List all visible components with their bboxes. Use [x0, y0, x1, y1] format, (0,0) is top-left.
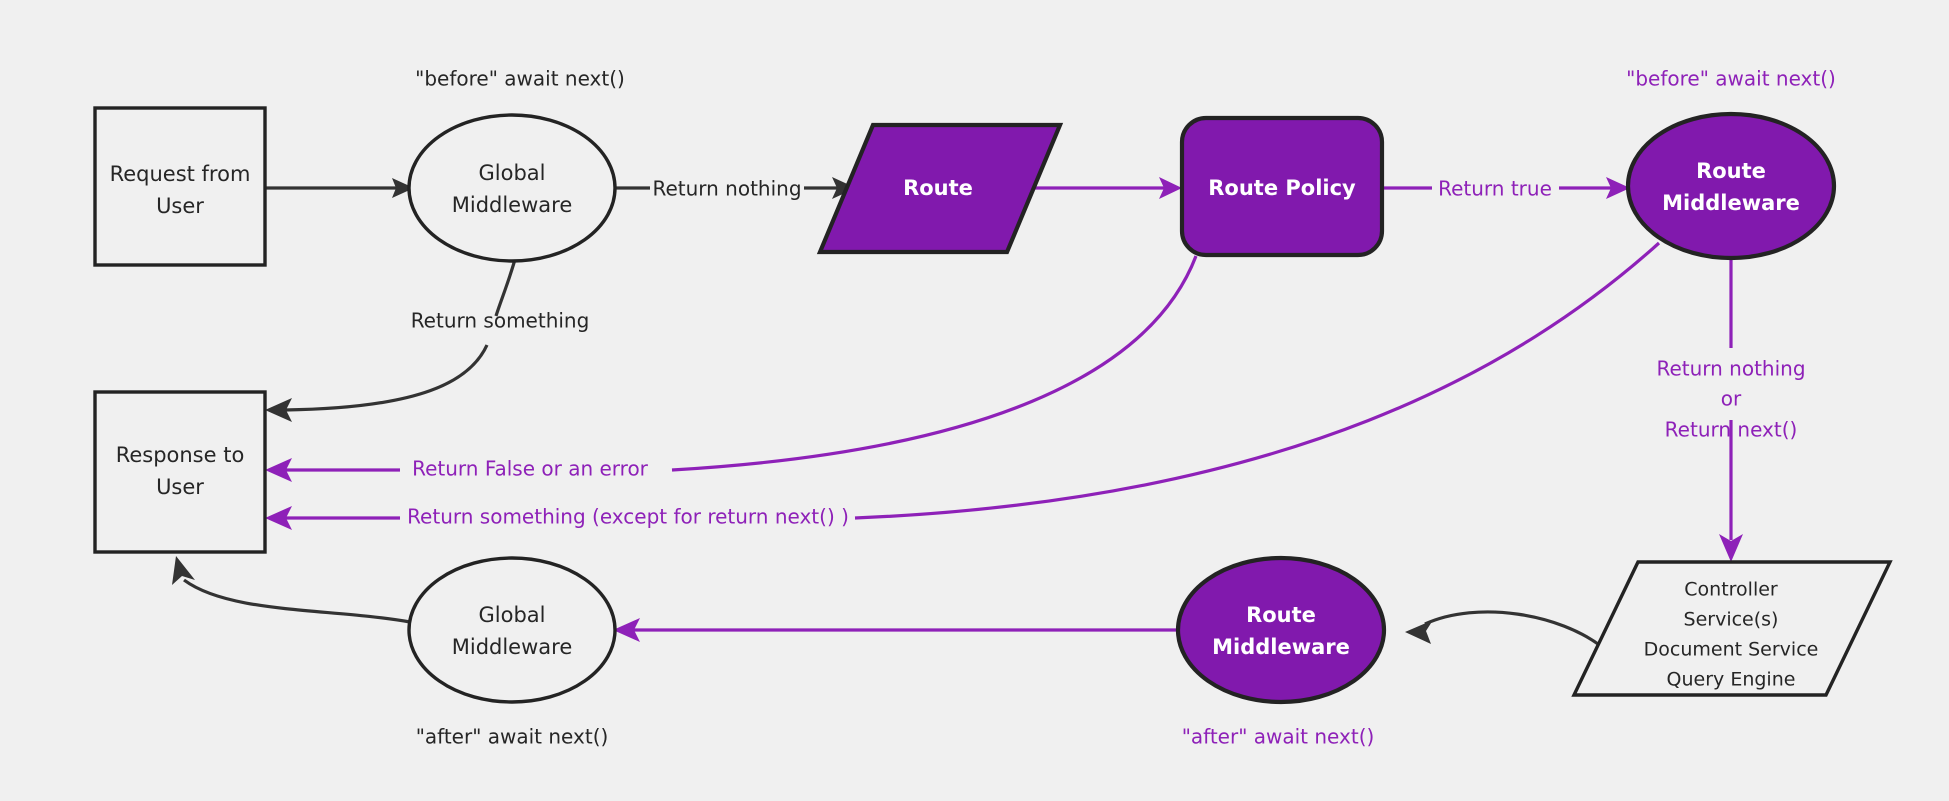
annotation-after-await-next-global: "after" await next() — [416, 725, 609, 749]
edge-label-return-nothing-global: Return nothing — [652, 177, 801, 201]
edge-global-middleware-to-response — [265, 255, 518, 422]
edge-global-middleware-bottom-to-response — [172, 556, 411, 624]
node-route-middleware-bottom-label-line2: Middleware — [1212, 635, 1350, 659]
node-response-to-user-label-line1: Response to — [116, 443, 245, 467]
node-global-middleware-top-label-line1: Global — [479, 161, 546, 185]
node-controller-label-line1: Controller — [1684, 579, 1778, 601]
edge-label-return-true: Return true — [1438, 177, 1552, 201]
annotations-layer: "before" await next() "before" await nex… — [415, 67, 1836, 749]
edge-label-return-false-or-error: Return False or an error — [412, 457, 649, 481]
edge-route-middleware-to-controller — [1719, 257, 1743, 562]
node-controller-label-line2: Service(s) — [1684, 609, 1779, 631]
node-global-middleware-bottom[interactable]: Global Middleware — [407, 556, 617, 704]
edge-global-middleware-to-route — [615, 177, 856, 199]
edge-label-return-nothing-or-next-line1: Return nothing — [1656, 357, 1805, 381]
node-route-label: Route — [903, 176, 973, 200]
node-global-middleware-bottom-label-line1: Global — [479, 603, 546, 627]
edge-request-to-global-middleware — [265, 178, 414, 198]
edge-route-middleware-to-response-something — [265, 241, 1661, 530]
node-global-middleware-top-label-line2: Middleware — [452, 193, 573, 217]
edge-labels-layer: Return nothing Return something Return t… — [407, 177, 1805, 529]
node-route[interactable]: Route — [816, 122, 1064, 255]
edge-label-return-something-except-next: Return something (except for return next… — [407, 505, 849, 529]
edge-route-policy-to-response-false — [265, 255, 1198, 482]
node-response-to-user-label-line2: User — [156, 475, 204, 499]
node-request-from-user-label-line1: Request from — [110, 162, 251, 186]
edge-route-middleware-bottom-to-global-middleware-bottom — [613, 618, 1178, 642]
node-route-policy-label: Route Policy — [1208, 176, 1356, 200]
edge-label-return-nothing-or-next-line2: or — [1721, 387, 1742, 411]
edge-label-return-something-global: Return something — [411, 309, 590, 333]
node-route-policy[interactable]: Route Policy — [1179, 115, 1385, 258]
edge-controller-to-route-middleware-bottom — [1405, 610, 1603, 649]
node-request-from-user[interactable]: Request from User — [93, 106, 267, 267]
node-route-middleware-bottom-label-line1: Route — [1246, 603, 1316, 627]
annotation-before-await-next-global: "before" await next() — [415, 67, 625, 91]
edge-label-return-nothing-or-next-line3: Return next() — [1665, 418, 1798, 442]
annotation-before-await-next-route: "before" await next() — [1626, 67, 1836, 91]
edge-route-to-route-policy — [1033, 177, 1182, 199]
node-controller-services[interactable]: Controller Service(s) Document Service Q… — [1571, 560, 1893, 697]
node-controller-label-line3: Document Service — [1644, 639, 1819, 661]
node-request-from-user-label-line2: User — [156, 194, 204, 218]
node-route-middleware-top-label-line1: Route — [1696, 159, 1766, 183]
edge-route-policy-to-route-middleware — [1382, 177, 1630, 199]
node-global-middleware-top[interactable]: Global Middleware — [407, 113, 617, 263]
edges-layer — [172, 177, 1743, 649]
node-response-to-user[interactable]: Response to User — [93, 390, 267, 554]
node-route-middleware-top[interactable]: Route Middleware — [1625, 111, 1837, 261]
node-controller-label-line4: Query Engine — [1667, 669, 1796, 691]
node-route-middleware-top-label-line2: Middleware — [1662, 191, 1800, 215]
annotation-after-await-next-route: "after" await next() — [1182, 725, 1375, 749]
node-global-middleware-bottom-label-line2: Middleware — [452, 635, 573, 659]
node-route-middleware-bottom[interactable]: Route Middleware — [1175, 555, 1387, 705]
